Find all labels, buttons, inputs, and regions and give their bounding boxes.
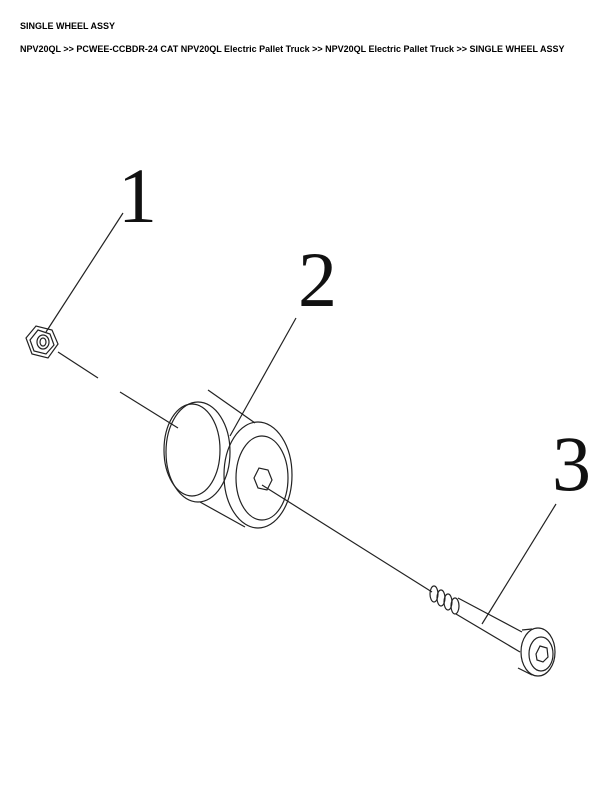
leader-line-2 <box>229 317 297 437</box>
callout-1: 1 <box>118 152 157 239</box>
part-1-nut[interactable] <box>25 325 59 359</box>
page-title: SINGLE WHEEL ASSY <box>20 21 116 31</box>
assembly-axis <box>57 351 433 593</box>
leader-line-1 <box>45 212 124 333</box>
breadcrumb: NPV20QL >> PCWEE-CCBDR-24 CAT NPV20QL El… <box>20 44 565 54</box>
callout-2: 2 <box>298 236 337 323</box>
part-2-wheel[interactable] <box>163 389 293 529</box>
callout-3: 3 <box>552 420 591 507</box>
part-3-bolt[interactable] <box>429 585 556 677</box>
leader-line-3 <box>481 503 557 625</box>
